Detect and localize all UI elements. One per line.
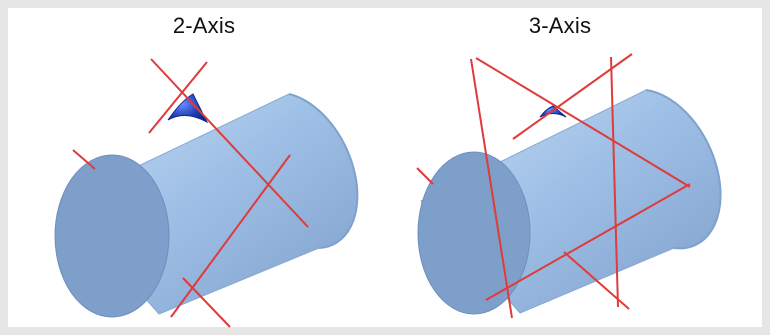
axis-lines-3-axis <box>416 53 691 319</box>
cylinder-end-face-right <box>417 151 531 315</box>
cone-2-axis <box>167 93 209 124</box>
cylinder-3-axis <box>417 89 722 315</box>
cylinder-end-face-left <box>54 154 170 318</box>
axis-lines-2-axis <box>72 58 309 328</box>
panel-title-3-axis: 3-Axis <box>528 13 592 38</box>
cylinder-2-axis <box>54 93 359 318</box>
panel-title-2-axis: 2-Axis <box>172 13 236 38</box>
